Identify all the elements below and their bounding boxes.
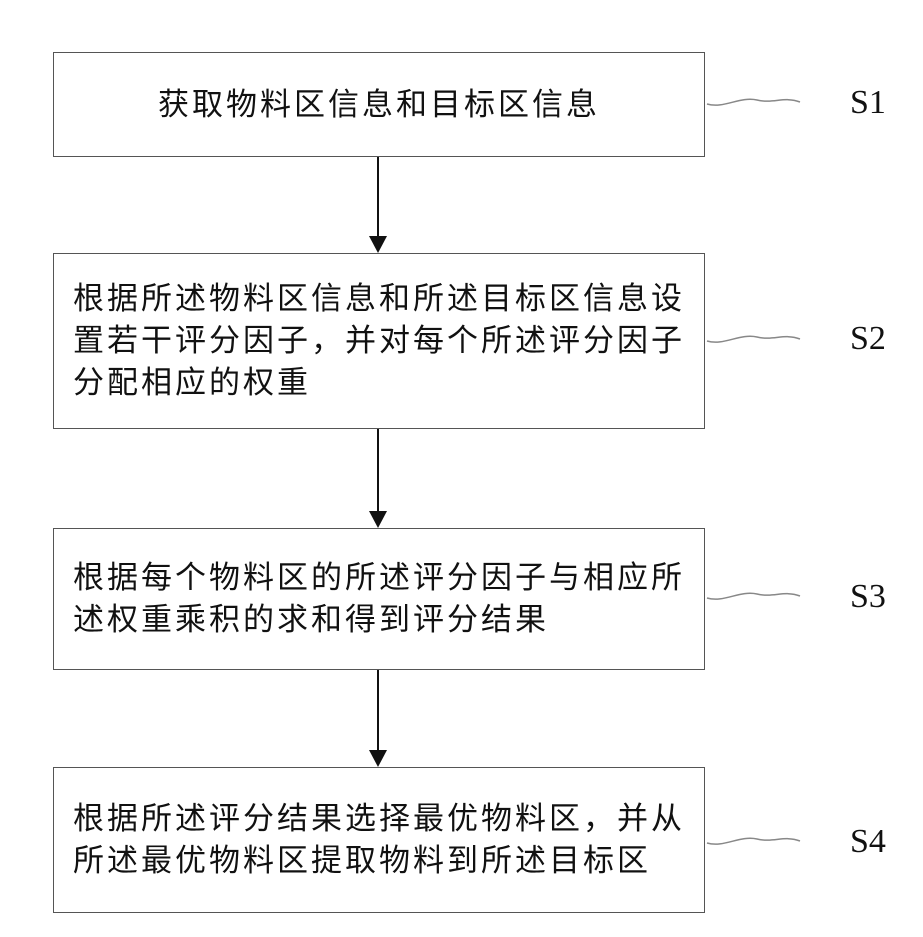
step-label-s2: S2 <box>850 320 886 358</box>
step-text-s2: 根据所述物料区信息和所述目标区信息设 置若干评分因子，并对每个所述评分因子 分配… <box>59 278 699 404</box>
step-box-s1: 获取物料区信息和目标区信息 <box>53 52 705 157</box>
step-box-s3: 根据每个物料区的所述评分因子与相应所 述权重乘积的求和得到评分结果 <box>53 528 705 670</box>
leader-line-s4 <box>707 838 800 844</box>
arrowhead-s2-to-s3 <box>369 511 387 528</box>
step-text-s3: 根据每个物料区的所述评分因子与相应所 述权重乘积的求和得到评分结果 <box>59 557 699 641</box>
leader-line-s3 <box>707 593 800 599</box>
arrowhead-s3-to-s4 <box>369 750 387 767</box>
arrowhead-s1-to-s2 <box>369 236 387 253</box>
step-label-s4: S4 <box>850 823 886 861</box>
leader-line-s1 <box>707 99 800 105</box>
leader-line-s2 <box>707 336 800 342</box>
step-text-s1: 获取物料区信息和目标区信息 <box>144 84 614 126</box>
step-box-s2: 根据所述物料区信息和所述目标区信息设 置若干评分因子，并对每个所述评分因子 分配… <box>53 253 705 429</box>
step-box-s4: 根据所述评分结果选择最优物料区，并从 所述最优物料区提取物料到所述目标区 <box>53 767 705 913</box>
step-text-s4: 根据所述评分结果选择最优物料区，并从 所述最优物料区提取物料到所述目标区 <box>59 798 699 882</box>
step-label-s1: S1 <box>850 84 886 122</box>
step-label-s3: S3 <box>850 578 886 616</box>
